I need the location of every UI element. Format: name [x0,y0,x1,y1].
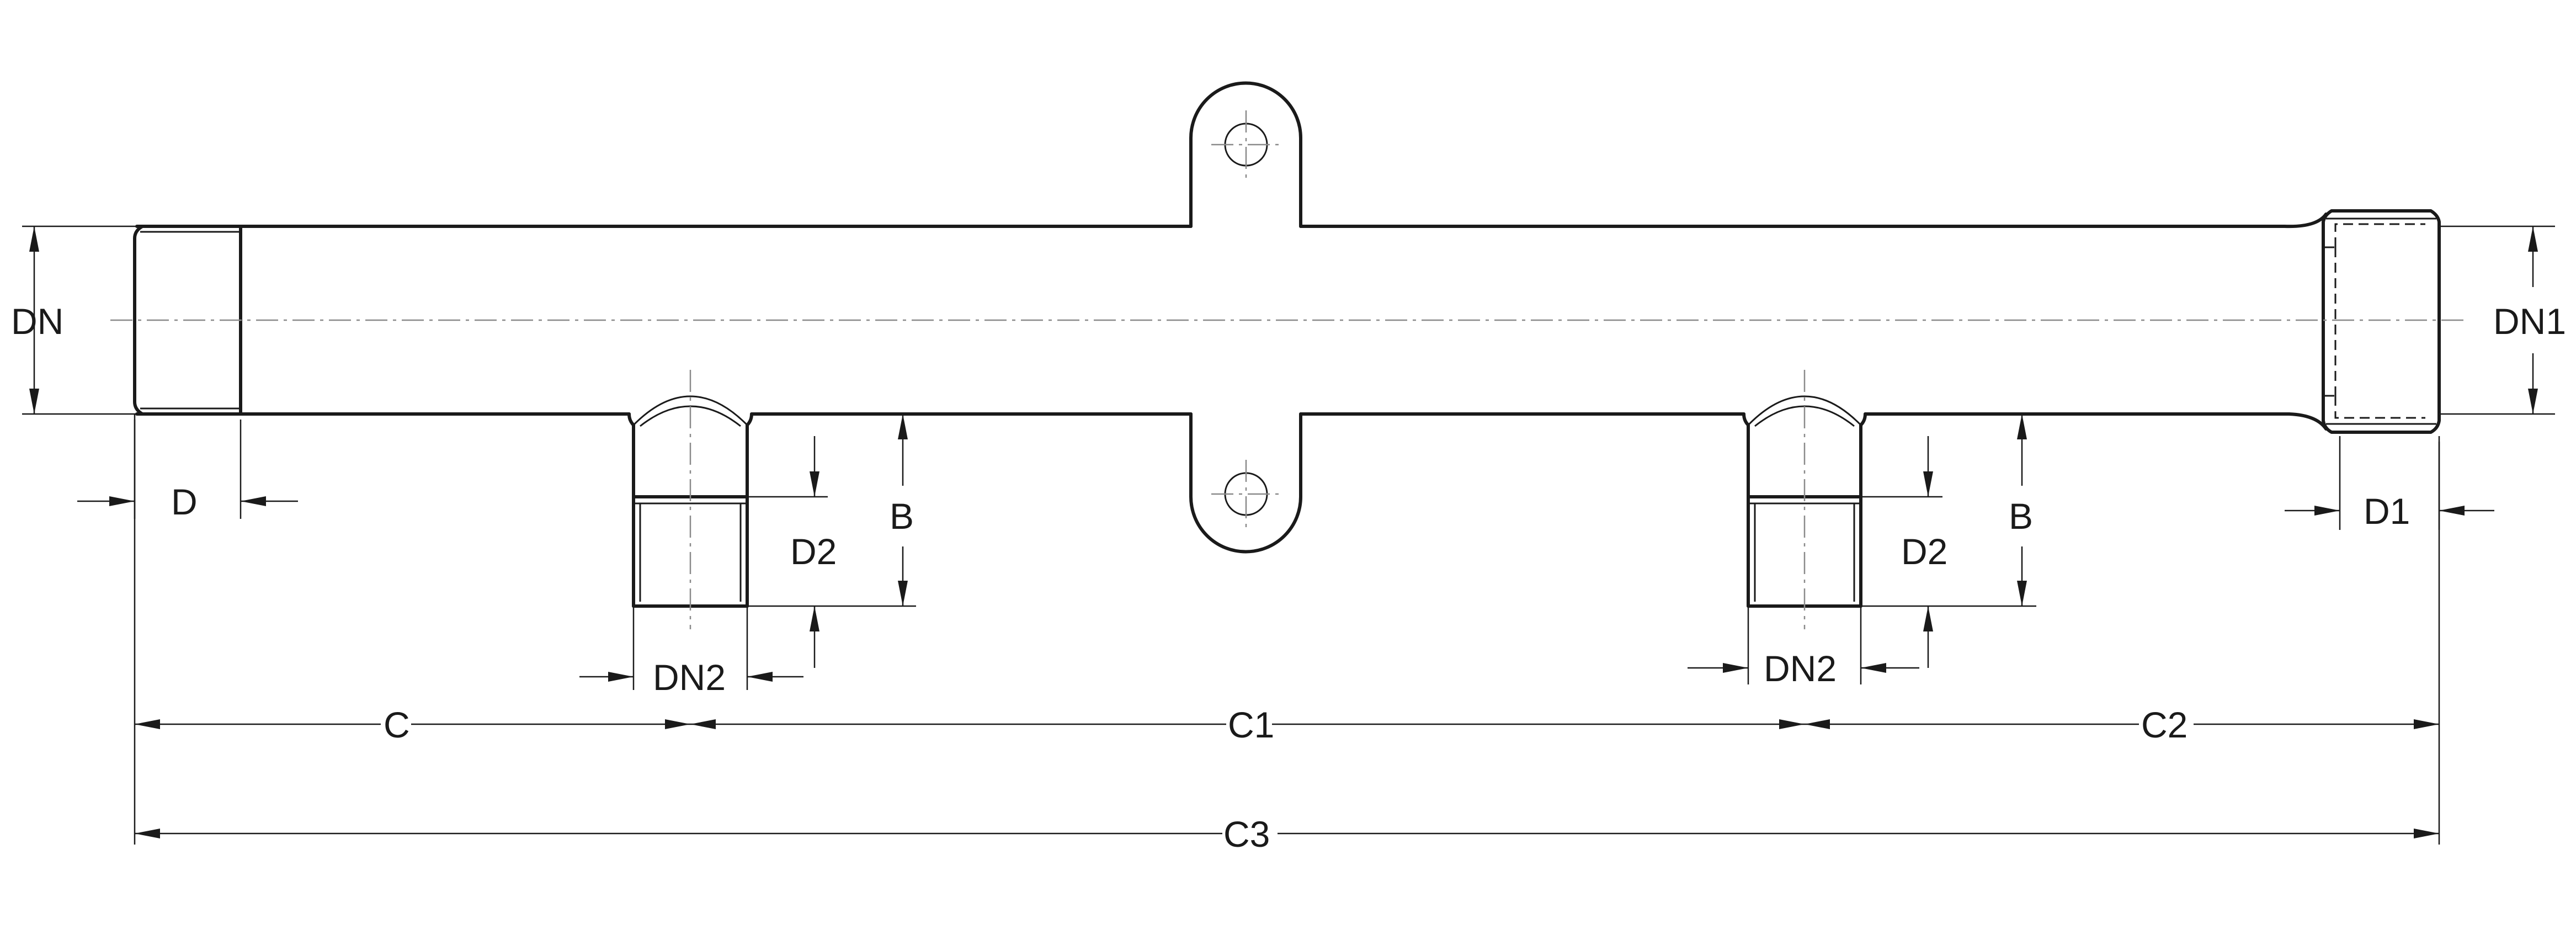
dimension-c [135,719,690,729]
label-d2-outlet-1: D2 [790,531,837,572]
label-dn2-outlet-2: DN2 [1764,648,1837,689]
dimension-c1 [690,719,1805,729]
header-pipe [135,213,2328,431]
dimension-dn2-outlet-2 [1688,606,1919,684]
label-d: D [171,481,198,522]
label-b-outlet-1: B [890,496,914,537]
dimension-d2-outlet-2 [1861,436,1942,668]
left-threaded-end [133,225,242,416]
dimension-b-outlet-1 [747,413,916,607]
outlet-1 [627,370,753,629]
upper-mounting-lug [1189,81,1302,228]
label-c3: C3 [1223,814,1270,854]
label-dn1: DN1 [2493,301,2566,342]
label-dn2-outlet-1: DN2 [653,657,726,698]
dimension-c2 [1805,719,2439,729]
outlet-2 [1742,370,1867,629]
dimension-dn [22,225,138,415]
dimension-b-outlet-2 [1861,413,2036,607]
lower-mounting-lug [1189,412,1302,554]
dimension-c3 [135,829,2439,838]
label-d2-outlet-2: D2 [1901,531,1947,572]
label-b-outlet-2: B [2009,496,2033,537]
dimension-dn2-outlet-1 [579,606,803,690]
label-dn: DN [11,301,63,342]
dimension-d2-outlet-1 [747,436,828,668]
label-c1: C1 [1228,704,1274,745]
label-c2: C2 [2141,704,2188,745]
dimension-dn1 [2439,225,2555,415]
label-d1: D1 [2364,491,2410,532]
label-c: C [384,704,410,745]
right-threaded-end [2322,209,2441,434]
dimension-extension-lines [134,420,2440,845]
